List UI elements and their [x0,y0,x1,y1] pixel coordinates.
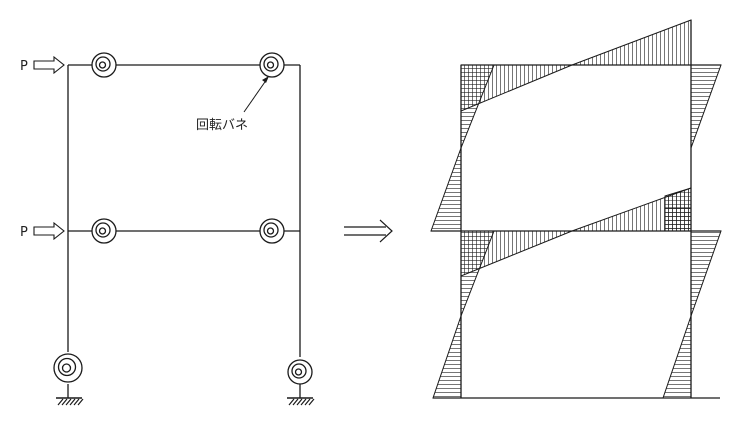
spring-label: 回転バネ [196,118,248,133]
load-label-lower: P [20,225,28,240]
left-col-lower-moment-top [460,230,495,317]
fixed-support-left-icon [56,397,84,406]
moment-diagram [430,19,722,399]
transform-arrow-icon [344,219,393,243]
spring-base-right-icon [287,359,313,385]
spring-base-left-icon [53,353,83,383]
right-col-lower-moment-top [690,230,722,317]
upper-beam-moment-right [571,19,692,66]
right-col-upper-moment-top [690,64,722,149]
spring-upper-left-icon [91,52,117,78]
right-col-lower-moment-bottom [662,315,692,399]
joint-moment-overlap [664,187,692,232]
moment-frame-members [431,20,721,399]
spring-upper-right-icon [259,52,285,78]
load-arrow-lower: P [20,221,65,241]
load-label-upper: P [20,59,28,74]
leader-line [243,78,268,113]
left-col-upper-moment-top [460,64,495,149]
left-col-lower-moment-bottom [432,315,462,399]
moment-areas [430,19,722,399]
load-arrow-upper: P [20,55,65,75]
hollow-arrow-icon [33,221,65,241]
arrowhead-icon [262,76,269,83]
hollow-arrow-icon [33,55,65,75]
left-col-upper-moment-bottom [430,147,462,232]
spring-lower-left-icon [91,218,117,244]
spring-annotation: 回転バネ [196,76,269,133]
rotational-springs [53,52,313,385]
spring-lower-right-icon [259,218,285,244]
fixed-support-right-icon [287,397,315,406]
